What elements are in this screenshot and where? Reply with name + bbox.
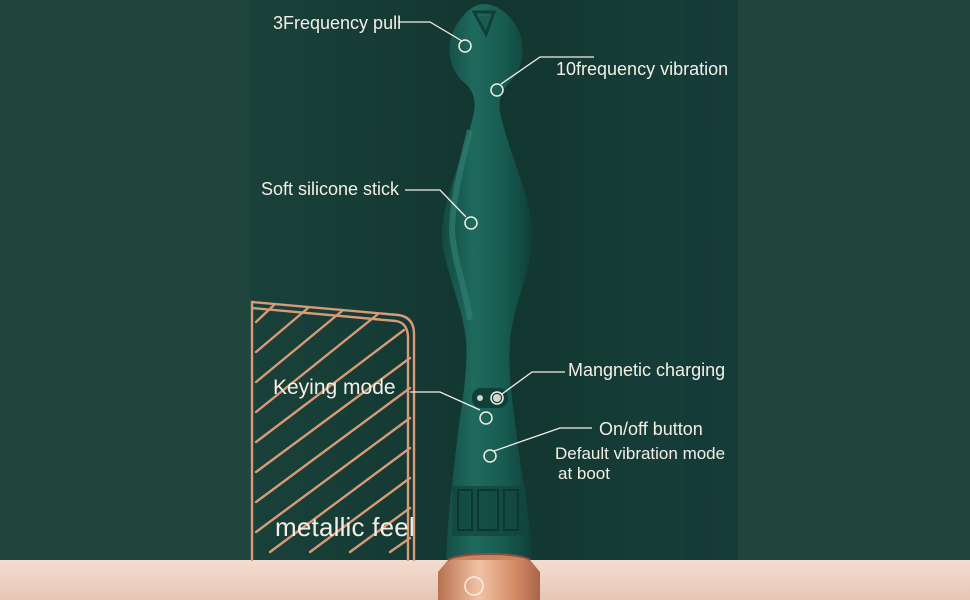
device-grip <box>452 486 526 536</box>
device-highlight <box>448 129 473 321</box>
ring-marker-icons <box>458 39 504 596</box>
label-silicone: Soft silicone stick <box>261 179 400 199</box>
wire-basket <box>250 300 416 562</box>
callout-lines <box>398 21 594 452</box>
device-head-tip <box>471 10 497 38</box>
device-base-rim <box>447 553 531 561</box>
label-default-mode-1: Default vibration mode <box>555 444 726 463</box>
label-default-mode-2: at boot <box>558 464 610 483</box>
ring-marker-icon <box>479 411 493 425</box>
label-onoff: On/off button <box>599 419 703 439</box>
device-body <box>441 4 533 560</box>
device-grip-pattern <box>457 489 519 531</box>
panel-shadow-right <box>683 0 738 560</box>
ring-marker-icon <box>490 391 504 405</box>
ring-marker-icon <box>490 83 504 97</box>
ring-marker-icon <box>458 39 472 53</box>
on-off-button-icon <box>493 394 501 402</box>
device-head-tip-inner <box>479 16 490 28</box>
ring-marker-icon <box>483 449 497 463</box>
label-keying: Keying mode <box>273 376 396 399</box>
label-metallic: metallic feel <box>275 512 415 542</box>
ring-marker-icon <box>464 576 484 596</box>
label-pull: 3Frequency pull <box>273 13 402 33</box>
label-charging: Mangnetic charging <box>568 360 726 380</box>
ring-marker-icon <box>464 216 478 230</box>
device-base <box>438 560 540 600</box>
magnetic-port-icon <box>477 395 483 401</box>
label-vibration: 10frequency vibration <box>556 59 729 79</box>
